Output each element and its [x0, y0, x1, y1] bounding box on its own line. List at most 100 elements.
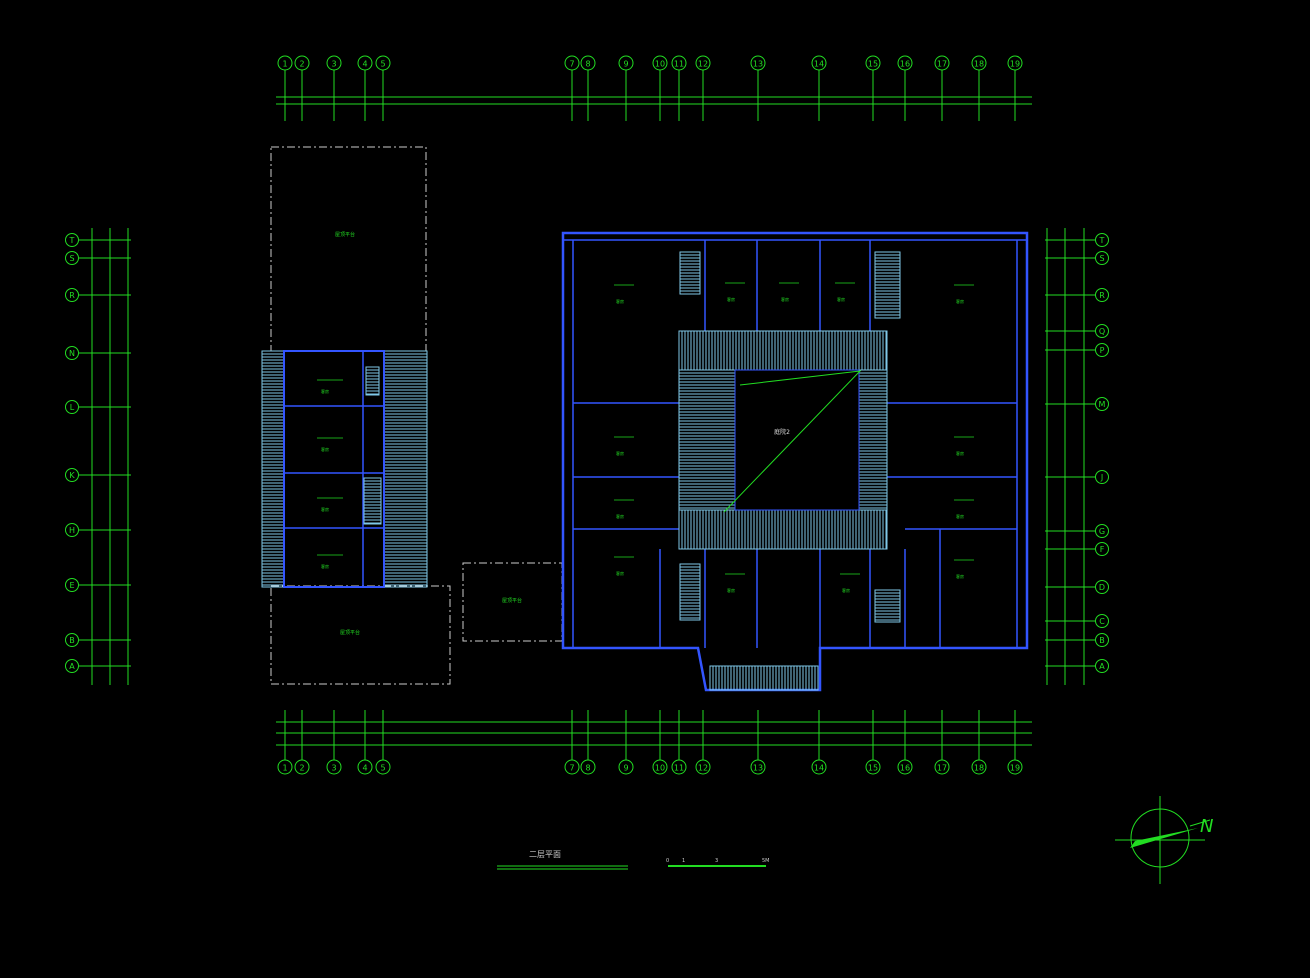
room-label: 客房: [616, 570, 624, 576]
roof-terrace-top: [270, 146, 427, 352]
row-grid-left: TS R N L K H E B A: [65, 228, 131, 685]
column-axis-label: 17: [937, 764, 947, 773]
column-axis-label: 10: [655, 764, 665, 773]
row-axis-label: J: [1100, 473, 1103, 482]
column-axis-label: 8: [585, 764, 590, 773]
title-block: 二层平面 0 1 3 5M: [497, 850, 770, 870]
column-axis-label: 4: [362, 764, 367, 773]
courtyard-label: 庭院2: [774, 428, 790, 436]
room-label: 客房: [956, 513, 964, 519]
room-label: 客房: [956, 298, 964, 304]
row-axis-label: H: [69, 526, 75, 535]
roof-terrace-bottom: [270, 585, 451, 685]
room-label: 客房: [321, 563, 329, 569]
column-axis-label: 9: [623, 60, 628, 69]
main-building: 庭院2 客房客房客房客房客房客房客房客房客房客房客房客房客房: [363, 231, 1029, 692]
row-axis-label: T: [69, 236, 75, 245]
scale-0: 0: [666, 858, 669, 864]
room-label: 客房: [727, 587, 735, 593]
roof-terrace-bottom-label: 屋顶平台: [340, 629, 360, 636]
roof-terrace-small-label: 屋顶平台: [502, 597, 522, 604]
row-axis-label: M: [1099, 400, 1106, 409]
room-label: 客房: [616, 298, 624, 304]
row-axis-label: N: [69, 349, 75, 358]
column-axis-label: 5: [380, 60, 385, 69]
column-axis-label: 1: [282, 764, 287, 773]
main-building-outline: [561, 231, 1029, 692]
scale-5m: 5M: [762, 858, 770, 864]
courtyard-roof-hatching: [678, 330, 888, 691]
room-label: 客房: [616, 450, 624, 456]
row-axis-label: L: [70, 403, 75, 412]
room-label: 客房: [321, 446, 329, 452]
column-axis-label: 19: [1010, 764, 1020, 773]
scale-bar: 0 1 3 5M: [666, 858, 770, 867]
column-axis-label: 16: [900, 60, 910, 69]
north-label: N: [1200, 816, 1213, 837]
row-axis-label: C: [1099, 617, 1105, 626]
west-roof-hatching: [261, 350, 428, 588]
row-axis-label: D: [1099, 583, 1105, 592]
row-axis-label: S: [1099, 254, 1104, 263]
scale-1: 1: [682, 858, 685, 864]
column-axis-label: 15: [868, 60, 878, 69]
row-axis-label: B: [1099, 636, 1105, 645]
column-axis-label: 9: [623, 764, 628, 773]
courtyard: [734, 369, 860, 511]
courtyard-path: [723, 370, 862, 513]
column-axis-label: 7: [569, 60, 574, 69]
column-axis-label: 12: [698, 764, 708, 773]
roof-terrace-small: [462, 562, 563, 642]
room-label: 客房: [321, 506, 329, 512]
row-axis-label: R: [1099, 291, 1105, 300]
scale-3: 3: [715, 858, 718, 864]
row-grid-right: TS R Q P M J GF D C B A: [1045, 228, 1109, 685]
column-axis-label: 2: [299, 764, 304, 773]
row-axis-label: A: [69, 662, 75, 671]
row-axis-label: Q: [1099, 327, 1105, 336]
column-axis-label: 2: [299, 60, 304, 69]
column-axis-label: 18: [974, 764, 984, 773]
row-axis-label: B: [69, 636, 75, 645]
row-axis-label: G: [1099, 527, 1105, 536]
west-wing-outline: [283, 350, 385, 588]
column-axis-label: 14: [814, 764, 824, 773]
column-axis-label: 11: [674, 60, 684, 69]
row-axis-label: E: [69, 581, 74, 590]
column-axis-label: 14: [814, 60, 824, 69]
room-label: 客房: [616, 513, 624, 519]
column-axis-label: 7: [569, 764, 574, 773]
room-label: 客房: [321, 388, 329, 394]
column-axis-label: 10: [655, 60, 665, 69]
column-axis-label: 5: [380, 764, 385, 773]
column-axis-label: 1: [282, 60, 287, 69]
row-axis-label: P: [1100, 346, 1105, 355]
room-label: 客房: [956, 450, 964, 456]
column-axis-label: 13: [753, 764, 763, 773]
row-axis-label: A: [1099, 662, 1105, 671]
row-axis-label: R: [69, 291, 75, 300]
row-axis-label: F: [1100, 545, 1105, 554]
column-axis-label: 15: [868, 764, 878, 773]
room-label: 客房: [781, 296, 789, 302]
room-label: 客房: [956, 573, 964, 579]
column-axis-label: 12: [698, 60, 708, 69]
drawing-title: 二层平面: [529, 850, 561, 859]
room-label: 客房: [837, 296, 845, 302]
room-label: 客房: [842, 587, 850, 593]
column-axis-label: 4: [362, 60, 367, 69]
room-label: 客房: [727, 296, 735, 302]
column-axis-label: 13: [753, 60, 763, 69]
row-axis-label: S: [69, 254, 74, 263]
column-axis-label: 11: [674, 764, 684, 773]
column-axis-label: 19: [1010, 60, 1020, 69]
north-arrow: N: [1115, 796, 1213, 884]
column-axis-label: 3: [331, 764, 336, 773]
roof-terrace-top-label: 屋顶平台: [335, 231, 355, 238]
row-axis-label: T: [1099, 236, 1105, 245]
column-axis-label: 16: [900, 764, 910, 773]
row-axis-label: K: [69, 471, 75, 480]
